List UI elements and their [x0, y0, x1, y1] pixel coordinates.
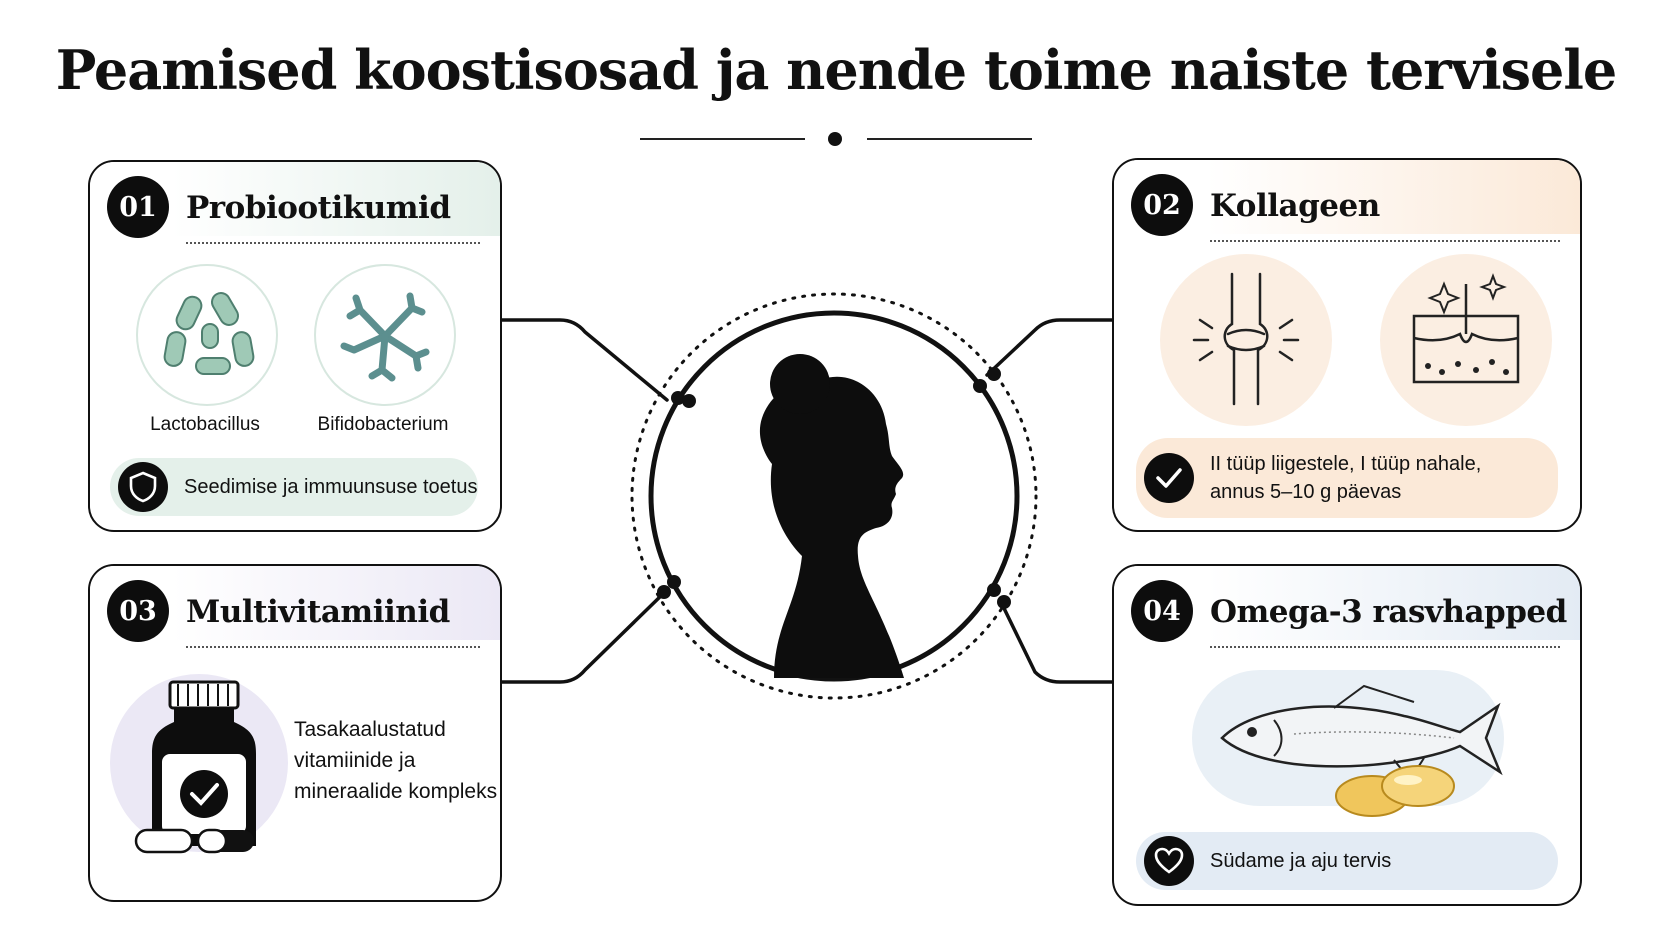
softgel-icon: [1335, 765, 1455, 817]
page-title: Peamised koostisosad ja nende toime nais…: [55, 38, 1618, 102]
multivitamin-description: Tasakaalustatud vitamiinide ja mineraali…: [294, 718, 498, 803]
skin-layers-icon: [1380, 254, 1552, 426]
knee-joint-icon: [1160, 254, 1332, 426]
card-number-badge: 01: [107, 176, 169, 238]
benefit-text: II tüüp liigestele, I tüüp nahale, annus…: [1210, 453, 1482, 503]
card-omega3: 04 Omega-3 rasvhapped Südame ja aju terv…: [1112, 564, 1582, 906]
capsule-icon: [134, 828, 254, 854]
card-divider: [186, 646, 480, 648]
card-probiotics: 01 Probiootikumid Lactobacillus Bifidoba…: [88, 160, 502, 532]
card-title: Multivitamiinid: [186, 594, 450, 630]
strain-label-bifidobacterium: Bifidobacterium: [317, 414, 449, 435]
card-divider: [1210, 646, 1560, 648]
card-divider: [1210, 240, 1560, 242]
card-multivitamins: 03 Multivitamiinid Tasakaalustatud vitam…: [88, 564, 502, 902]
card-number-badge: 02: [1131, 174, 1193, 236]
center-figure: [630, 292, 1038, 700]
benefit-pill: Südame ja aju tervis: [1136, 832, 1558, 890]
card-title: Kollageen: [1210, 188, 1380, 224]
benefit-text: Seedimise ja immuunsuse toetus: [184, 476, 478, 498]
benefit-pill: II tüüp liigestele, I tüüp nahale, annus…: [1136, 438, 1558, 518]
card-collagen: 02 Kollageen II tüüp liigestele, I tüüp …: [1112, 158, 1582, 532]
card-number-badge: 04: [1131, 580, 1193, 642]
check-icon: [1144, 453, 1194, 503]
card-title: Probiootikumid: [186, 190, 451, 226]
shield-icon: [118, 462, 168, 512]
heart-icon: [1144, 836, 1194, 886]
title-divider: [640, 132, 1032, 146]
vitamin-bottle-icon: [152, 680, 256, 846]
card-title: Omega-3 rasvhapped: [1210, 594, 1567, 630]
card-divider: [186, 242, 480, 244]
card-number-badge: 03: [107, 580, 169, 642]
woman-silhouette-icon: [759, 354, 904, 678]
benefit-pill: Seedimise ja immuunsuse toetus: [110, 458, 478, 516]
lactobacillus-icon: [136, 264, 278, 406]
bifidobacterium-icon: [314, 264, 456, 406]
strain-label-lactobacillus: Lactobacillus: [150, 414, 260, 435]
benefit-text: Südame ja aju tervis: [1210, 850, 1392, 872]
